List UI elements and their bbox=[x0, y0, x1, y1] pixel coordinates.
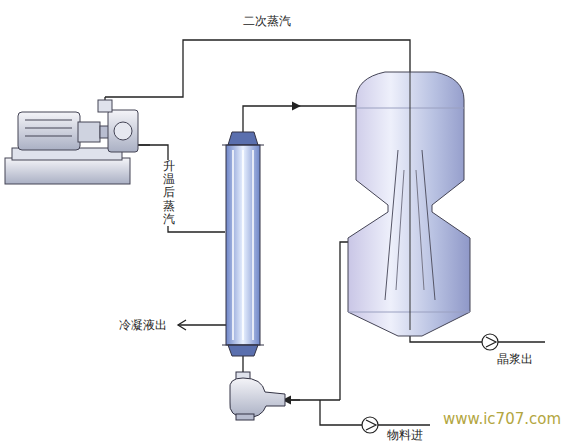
watermark: www.ic707.com bbox=[442, 410, 562, 428]
compressor bbox=[5, 100, 138, 184]
separator-vessel bbox=[348, 72, 470, 336]
feed-label: 物料进 bbox=[386, 428, 424, 442]
circulation-pump bbox=[230, 372, 285, 420]
condensate-label: 冷凝液出 bbox=[118, 318, 168, 332]
heated-vapor-label: 升温后蒸汽 bbox=[162, 160, 176, 226]
heat-exchanger bbox=[222, 132, 264, 356]
pipes bbox=[105, 40, 545, 425]
vapor-label: 二次蒸汽 bbox=[242, 14, 292, 28]
slurry-out-label: 晶浆出 bbox=[496, 352, 534, 366]
